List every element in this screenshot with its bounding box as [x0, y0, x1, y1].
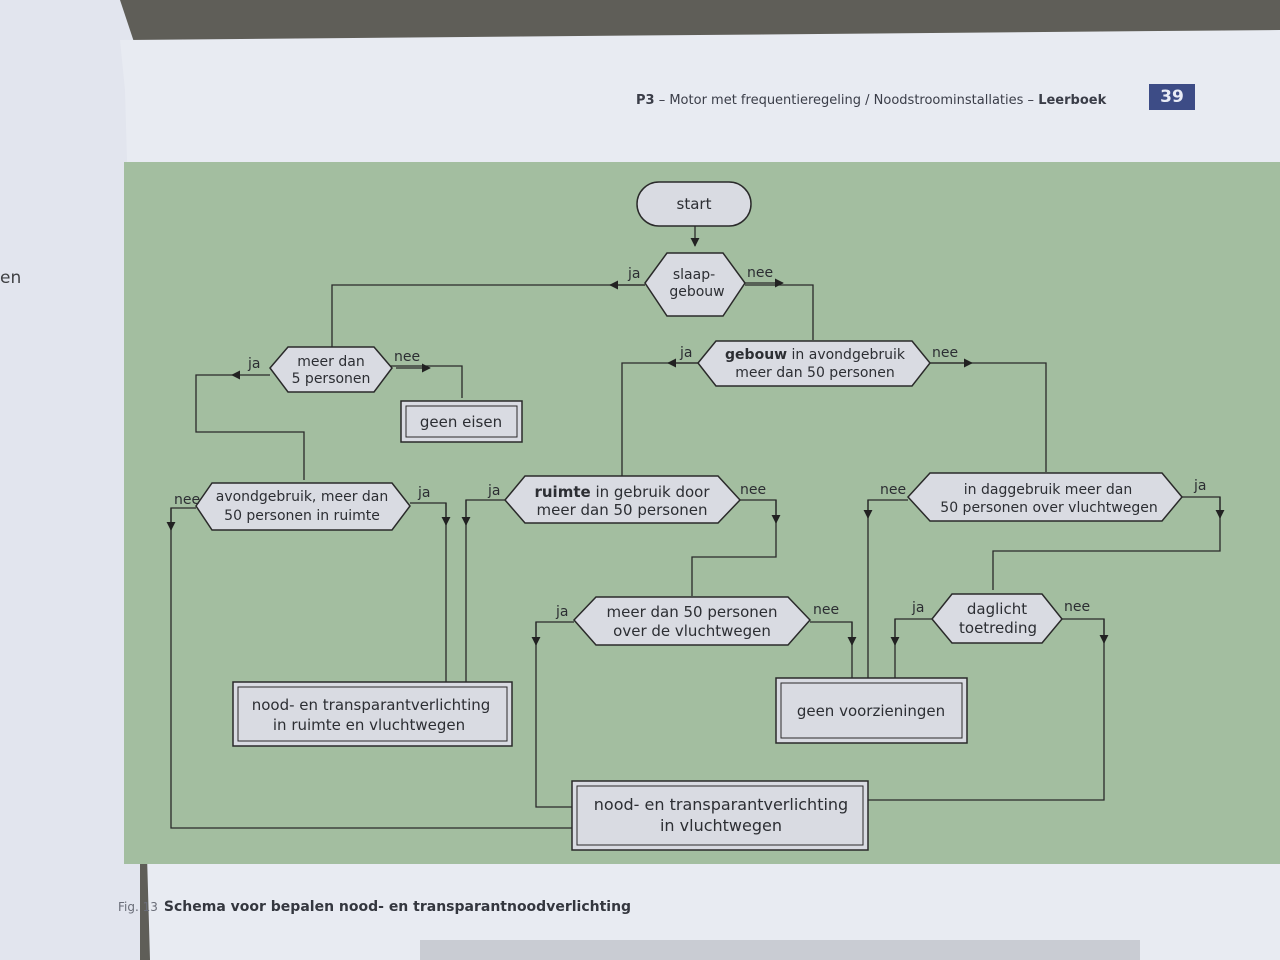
box-nood-vluchtwegen: nood- en transparantverlichting in vluch…	[571, 780, 869, 851]
5pers-line1: meer dan	[297, 354, 364, 370]
line-daglicht-nee	[868, 618, 1105, 801]
start-terminal: start	[636, 181, 752, 227]
decision-vluchtwegen: meer dan 50 personen over de vluchtwegen…	[555, 596, 839, 646]
chapter-label: P3	[636, 93, 655, 108]
figure-caption-text: Schema voor bepalen nood- en transparant…	[163, 899, 632, 915]
vlucht-no-label: nee	[813, 602, 839, 618]
slaap-line2: gebouw	[669, 284, 724, 300]
decision-meer-dan-5-personen: meer dan 5 personen ja nee	[247, 346, 420, 393]
ruimte-no-label: nee	[740, 482, 766, 498]
5pers-no-label: nee	[394, 349, 420, 365]
ruimte-bold: ruimte	[534, 483, 590, 501]
line-dag-nee	[867, 499, 908, 678]
ruimte-line2: meer dan 50 personen	[537, 501, 708, 519]
line-dag-ja	[992, 496, 1221, 590]
avondruimte-no-label: nee	[174, 492, 200, 508]
slaap-yes-label: ja	[627, 266, 640, 282]
box-vlucht-line1: nood- en transparantverlichting	[594, 795, 848, 814]
line-ruimte-ja	[465, 499, 505, 682]
dag-line2: 50 personen over vluchtwegen	[940, 500, 1157, 516]
figure-number: Fig. 13	[118, 900, 158, 914]
ruimte-yes-label: ja	[487, 483, 500, 499]
geen-eisen-label: geen eisen	[420, 413, 502, 431]
box-ruimte-line2: in ruimte en vluchtwegen	[273, 716, 465, 734]
decision-slaapgebouw: slaap- gebouw ja nee	[627, 252, 773, 317]
line-avond-ja	[621, 362, 698, 476]
geen-voorzieningen-label: geen voorzieningen	[797, 702, 945, 720]
header-title: Motor met frequentieregeling / Noodstroo…	[669, 93, 1024, 108]
decision-avondgebruik-ruimte: avondgebruik, meer dan 50 personen in ru…	[174, 482, 430, 531]
running-header: P3 – Motor met frequentieregeling / Nood…	[636, 93, 1107, 108]
avond-no-label: nee	[932, 345, 958, 361]
dag-line1: in daggebruik meer dan	[964, 482, 1132, 498]
line-5pers-nee	[390, 365, 463, 398]
line-avondruimte-nee	[170, 507, 575, 829]
daglicht-yes-label: ja	[911, 600, 924, 616]
avond-line1-rest: in avondgebruik	[787, 347, 906, 363]
decision-ruimte-in-gebruik: ruimte in gebruik door meer dan 50 perso…	[487, 475, 766, 524]
line-daglicht-ja	[894, 618, 932, 678]
vlucht-yes-label: ja	[555, 604, 568, 620]
avondruimte-yes-label: ja	[417, 485, 430, 501]
avond-line1: gebouw in avondgebruik	[725, 347, 906, 363]
box-ruimte-line1: nood- en transparantverlichting	[252, 696, 491, 714]
box-geen-eisen: geen eisen	[400, 400, 523, 443]
5pers-yes-label: ja	[247, 356, 260, 372]
avondruimte-line1: avondgebruik, meer dan	[216, 489, 389, 505]
page-number: 39	[1149, 84, 1195, 110]
start-label: start	[677, 195, 712, 213]
dag-no-label: nee	[880, 482, 906, 498]
5pers-line2: 5 personen	[292, 371, 371, 387]
decision-daggebruik: in daggebruik meer dan 50 personen over …	[880, 472, 1206, 522]
avond-yes-label: ja	[679, 345, 692, 361]
line-slaap-nee	[745, 284, 814, 340]
left-page	[0, 0, 140, 960]
line-ruimte-nee	[691, 499, 777, 596]
dag-yes-label: ja	[1193, 478, 1206, 494]
decision-gebouw-avondgebruik: gebouw in avondgebruik meer dan 50 perso…	[679, 340, 958, 387]
line-vlucht-ja	[535, 621, 575, 808]
box-vlucht-line2: in vluchtwegen	[660, 816, 782, 835]
connectors	[166, 226, 1225, 829]
daglicht-no-label: nee	[1064, 599, 1090, 615]
decision-daglicht: daglicht toetreding ja nee	[911, 593, 1090, 644]
box-nood-ruimte-vluchtwegen: nood- en transparantverlichting in ruimt…	[232, 681, 513, 747]
box-geen-voorzieningen: geen voorzieningen	[775, 677, 968, 744]
slaap-no-label: nee	[747, 265, 773, 281]
line-vlucht-nee	[810, 621, 853, 678]
header-section: Leerboek	[1038, 93, 1107, 108]
figure-caption: Fig. 13 Schema voor bepalen nood- en tran…	[118, 899, 631, 915]
vlucht-line1: meer dan 50 personen	[607, 603, 778, 621]
avond-line2: meer dan 50 personen	[735, 365, 895, 381]
ruimte-line1: ruimte in gebruik door	[534, 483, 710, 501]
line-avondruimte-to-5pers	[195, 374, 305, 480]
line-avond-nee	[930, 362, 1047, 472]
avondruimte-line2: 50 personen in ruimte	[224, 508, 380, 524]
daglicht-line2: toetreding	[959, 619, 1037, 637]
daglicht-line1: daglicht	[967, 600, 1027, 618]
line-slaap-ja	[331, 284, 645, 348]
slaap-line1: slaap-	[673, 267, 715, 283]
ruimte-line1-rest: in gebruik door	[591, 483, 711, 501]
avond-bold: gebouw	[725, 347, 787, 363]
left-page-fragment: en	[0, 268, 22, 288]
line-avondruimte-ja	[410, 502, 447, 682]
vlucht-line2: over de vluchtwegen	[613, 622, 771, 640]
